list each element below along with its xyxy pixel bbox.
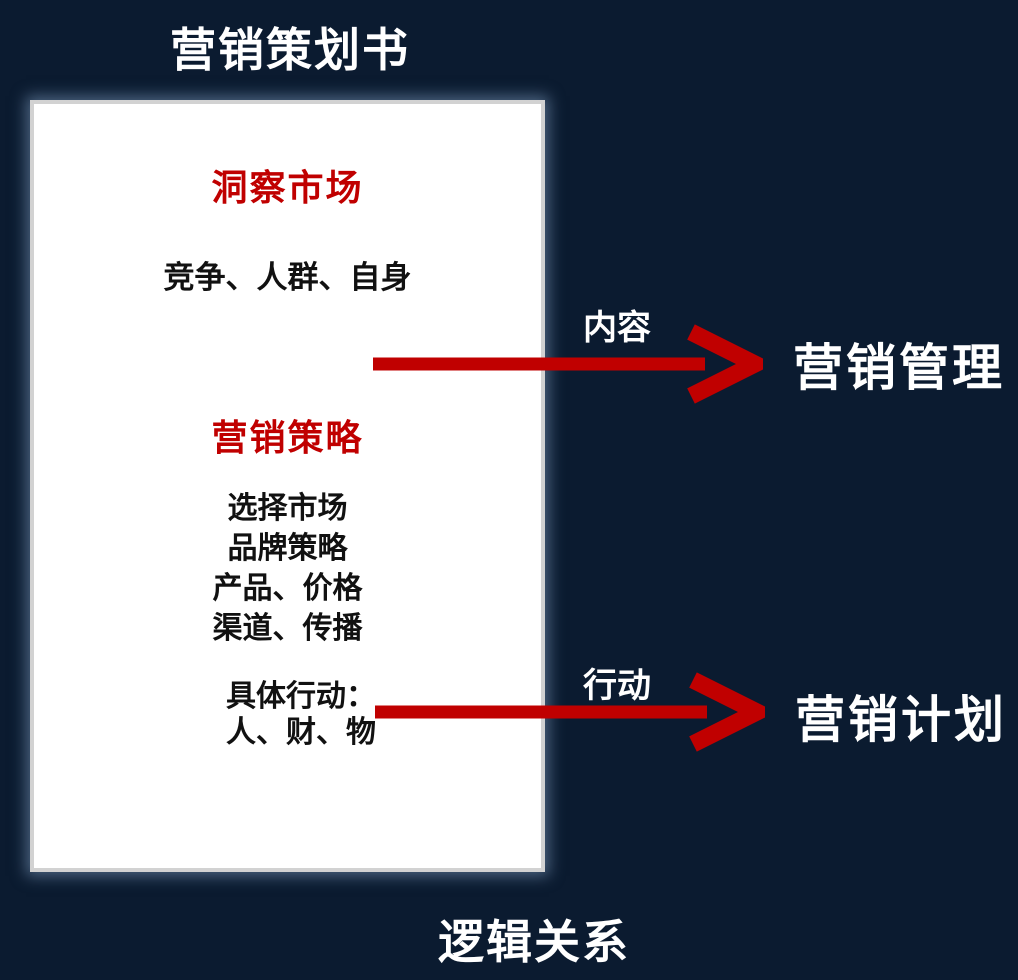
marketing-plan-label: 营销计划 — [795, 692, 1007, 748]
strategy-item: 渠道、传播 — [212, 612, 363, 645]
content-arrow-icon — [373, 324, 763, 404]
insight-section-body: 竞争、人群、自身 — [163, 260, 412, 295]
content-arrow-label: 内容 — [583, 309, 651, 347]
action-arrow-label: 行动 — [583, 667, 651, 705]
footer-caption: 逻辑关系 — [438, 916, 630, 968]
strategy-section-heading: 营销策略 — [211, 417, 364, 458]
page-title: 营销策划书 — [170, 24, 410, 76]
document-card: 洞察市场 竞争、人群、自身 营销策略 选择市场 品牌策略 产品、价格 渠道、传播… — [30, 100, 545, 872]
marketing-management-label: 营销管理 — [793, 340, 1005, 396]
strategy-item-list: 选择市场 品牌策略 产品、价格 渠道、传播 — [34, 489, 541, 649]
strategy-item: 品牌策略 — [227, 532, 348, 565]
action-line: 具体行动： — [226, 680, 376, 713]
action-arrow-icon — [375, 672, 765, 752]
strategy-item: 产品、价格 — [212, 572, 363, 605]
action-line: 人、财、物 — [226, 716, 376, 749]
action-section: 具体行动： 人、财、物 — [226, 679, 376, 751]
strategy-item: 选择市场 — [227, 492, 348, 525]
insight-section-heading: 洞察市场 — [211, 167, 364, 208]
